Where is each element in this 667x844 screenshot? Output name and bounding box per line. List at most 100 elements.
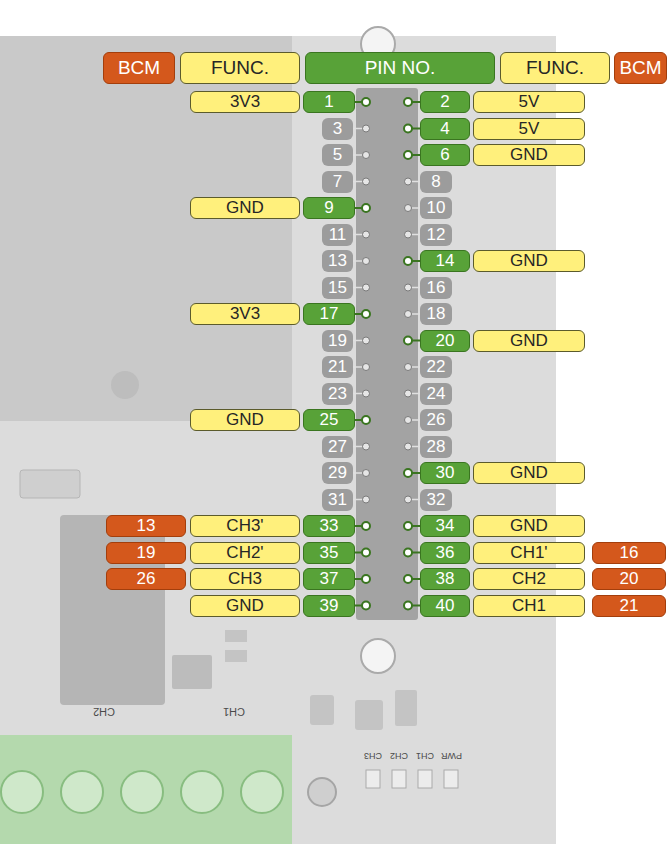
- board-part: [310, 695, 334, 725]
- pin-leader: [412, 446, 420, 448]
- pin-header: [356, 88, 418, 620]
- pin-dot: [362, 204, 370, 212]
- pin-number: 27: [322, 436, 353, 458]
- board-part: [20, 470, 80, 498]
- silkscreen-label: CH3: [364, 751, 382, 761]
- bcm-number-text: 13: [137, 515, 156, 537]
- pin-number-text: 25: [320, 409, 339, 431]
- pin-number-text: 12: [427, 224, 446, 246]
- terminal-screw: [121, 771, 163, 813]
- function-label: CH3': [190, 515, 300, 537]
- function-label: 5V: [473, 118, 585, 140]
- pin-dot: [362, 602, 370, 610]
- pin-leader: [412, 154, 420, 156]
- function-label-text: GND: [510, 250, 548, 272]
- pin-hole: [363, 284, 370, 291]
- pin-hole: [363, 390, 370, 397]
- pin-dot: [362, 549, 370, 557]
- pin-hole: [363, 417, 370, 424]
- pin-number: 7: [322, 171, 353, 193]
- pin-leader: [353, 260, 362, 262]
- pin-number: 13: [322, 250, 353, 272]
- pin-hole: [405, 205, 412, 212]
- pin-dot: [404, 337, 412, 345]
- pin-hole: [405, 523, 412, 530]
- pin-hole: [363, 470, 370, 477]
- silkscreen-label: PWR: [441, 751, 462, 761]
- function-label: CH1': [473, 542, 585, 564]
- pin-leader: [412, 207, 420, 209]
- pin-number-text: 14: [436, 250, 455, 272]
- pin-dot: [362, 575, 370, 583]
- function-label: GND: [473, 250, 585, 272]
- pin-dot: [362, 98, 370, 106]
- pin-number: 6: [420, 144, 470, 166]
- pin-number-text: 29: [328, 462, 347, 484]
- pin-hole: [363, 311, 370, 318]
- pin-hole: [363, 496, 370, 503]
- pin-number-text: 23: [328, 383, 347, 405]
- pin-leader: [353, 234, 362, 236]
- terminal-block: [0, 735, 292, 844]
- pin-hole: [363, 231, 370, 238]
- pin-number-text: 8: [431, 171, 440, 193]
- pin-leader: [412, 366, 420, 368]
- led: [366, 770, 380, 788]
- pin-hole: [405, 549, 412, 556]
- pin-number: 2: [420, 91, 470, 113]
- pin-number: 25: [303, 409, 355, 431]
- pin-number: 28: [420, 436, 452, 458]
- silkscreen-label: CH2: [93, 706, 115, 718]
- pin-dot: [362, 522, 370, 530]
- function-label: CH2': [190, 542, 300, 564]
- pin-number: 30: [420, 462, 470, 484]
- pin-number-text: 18: [427, 303, 446, 325]
- pin-number: 22: [420, 356, 452, 378]
- function-label-text: CH2: [512, 568, 546, 590]
- pin-number-text: 27: [328, 436, 347, 458]
- pin-hole: [405, 284, 412, 291]
- led: [444, 770, 458, 788]
- bcm-number-text: 19: [137, 542, 156, 564]
- function-label: CH3: [190, 568, 300, 590]
- function-label-text: CH1: [512, 595, 546, 617]
- header-bcm: BCM: [614, 52, 667, 84]
- pin-hole: [405, 470, 412, 477]
- pin-number-text: 21: [328, 356, 347, 378]
- pin-number: 19: [322, 330, 353, 352]
- pin-leader: [353, 472, 362, 474]
- header-function: FUNC.: [180, 52, 300, 84]
- heatsink: [0, 36, 292, 421]
- pin-leader: [412, 313, 420, 315]
- pin-hole: [405, 602, 412, 609]
- led: [392, 770, 406, 788]
- function-label: GND: [473, 144, 585, 166]
- pin-leader: [355, 313, 362, 315]
- function-label-text: 5V: [519, 91, 540, 113]
- pin-hole: [363, 125, 370, 132]
- bcm-number-text: 16: [620, 542, 639, 564]
- bcm-number: 19: [106, 542, 186, 564]
- function-label: CH2: [473, 568, 585, 590]
- pin-number-text: 34: [436, 515, 455, 537]
- header-function: FUNC.: [500, 52, 610, 84]
- header-pin-number: PIN NO.: [305, 52, 495, 84]
- pin-hole: [405, 125, 412, 132]
- pin-hole: [363, 364, 370, 371]
- pin-number: 26: [420, 409, 452, 431]
- pin-hole: [405, 178, 412, 185]
- pin-leader: [355, 101, 362, 103]
- pin-number-text: 38: [436, 568, 455, 590]
- pin-number: 29: [322, 462, 353, 484]
- pin-number: 9: [303, 197, 355, 219]
- pin-hole: [405, 337, 412, 344]
- pin-number-text: 20: [436, 330, 455, 352]
- led: [418, 770, 432, 788]
- pin-leader: [412, 260, 420, 262]
- pin-leader: [355, 525, 362, 527]
- pin-dot: [362, 416, 370, 424]
- pin-number-text: 22: [427, 356, 446, 378]
- function-label: 3V3: [190, 303, 300, 325]
- pin-dot: [404, 257, 412, 265]
- board-screw: [308, 778, 336, 806]
